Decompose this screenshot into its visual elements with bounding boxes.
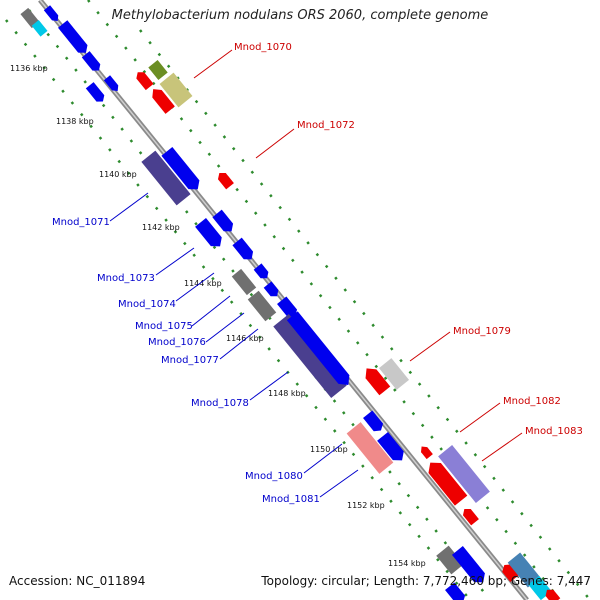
track-line-outer-2 [139,29,591,600]
accession-label: Accession: NC_011894 [9,574,146,588]
kbp-label: 1150 kbp [310,445,348,454]
gene-feature[interactable] [363,410,386,434]
gene-feature-mnod-1082[interactable] [424,458,468,506]
gene-feature[interactable] [543,587,561,600]
leader-line [255,128,295,159]
gene-feature[interactable] [436,545,464,575]
leader-line [219,328,259,360]
kbp-label: 1136 kbp [10,64,48,73]
gene-feature[interactable] [161,146,203,194]
gene-feature[interactable] [263,281,281,299]
map-title: Methylobacterium nodulans ORS 2060, comp… [111,8,489,23]
gene-feature-mnod-1075[interactable] [231,268,257,296]
gene-feature[interactable] [43,5,61,23]
kbp-label: 1144 kbp [184,279,222,288]
gene-features [20,5,561,600]
gene-label-mnod-1073[interactable]: Mnod_1073 [97,273,155,284]
gene-label-mnod-1078[interactable]: Mnod_1078 [191,398,249,409]
gene-feature-mnod-1081[interactable] [377,431,407,465]
leader-line [175,272,215,302]
gene-label-mnod-1071[interactable]: Mnod_1071 [52,217,110,228]
gene-label-mnod-1081[interactable]: Mnod_1081 [262,494,320,505]
gene-labels: Mnod_1070 Mnod_1072 Mnod_1071 Mnod_1073 … [52,42,583,505]
gene-feature-mnod-1076[interactable] [247,290,277,322]
genome-summary-label: Topology: circular; Length: 7,772,460 bp… [261,574,591,588]
gene-label-mnod-1072[interactable]: Mnod_1072 [297,120,355,131]
gene-feature-mnod-1073[interactable] [195,217,225,251]
gene-feature-mnod-1080[interactable] [346,422,394,474]
kbp-label: 1142 kbp [142,223,180,232]
gene-feature[interactable] [212,209,236,235]
gene-feature-mnod-1078[interactable] [273,313,347,399]
gene-feature[interactable] [507,552,541,588]
gene-feature[interactable] [460,506,479,526]
gene-feature[interactable] [20,7,40,29]
leader-line [303,443,343,474]
gene-feature[interactable] [134,69,154,91]
gene-feature[interactable] [528,575,552,600]
kbp-label: 1146 kbp [226,334,264,343]
gene-feature[interactable] [445,582,468,600]
leader-line [191,295,231,327]
leader-line [319,469,359,498]
gene-feature-mnod-1070[interactable] [148,60,168,80]
gene-feature[interactable] [361,364,391,396]
gene-feature[interactable] [451,546,489,587]
leader-line [193,49,233,79]
gene-feature-mnod-1072[interactable] [215,170,234,190]
kbp-label: 1138 kbp [56,117,94,126]
leader-line [409,331,451,362]
track-line-inner-2 [5,19,471,600]
track-lines [5,0,591,600]
gene-feature-mnod-1071[interactable] [141,150,191,206]
gene-feature[interactable] [103,75,121,93]
leader-line [459,402,501,433]
kbp-label: 1152 kbp [347,501,385,510]
gene-feature[interactable] [81,51,103,74]
gene-feature[interactable] [286,311,354,389]
gene-feature-mnod-1074[interactable] [232,237,256,263]
gene-feature-mnod-1079[interactable] [378,358,410,390]
gene-feature[interactable] [418,444,433,460]
gene-feature[interactable] [253,263,271,281]
gene-feature-mnod-1083[interactable] [438,445,490,503]
gene-label-mnod-1080[interactable]: Mnod_1080 [245,471,303,482]
kbp-scale-labels: 1136 kbp 1138 kbp 1140 kbp 1142 kbp 1144… [10,64,426,568]
gene-label-mnod-1075[interactable]: Mnod_1075 [135,321,193,332]
kbp-label: 1148 kbp [268,389,306,398]
kbp-label: 1154 kbp [388,559,426,568]
gene-feature[interactable] [149,85,175,114]
kbp-label: 1140 kbp [99,170,137,179]
gene-feature[interactable] [85,82,107,105]
gene-label-mnod-1070[interactable]: Mnod_1070 [234,42,292,53]
gene-feature-mnod-1077[interactable] [277,296,300,320]
gene-feature[interactable] [58,20,91,56]
gene-feature[interactable] [159,72,193,108]
leader-line [155,247,195,276]
label-leaders [109,49,523,498]
leader-line [249,371,289,401]
leader-line [109,192,149,222]
leader-line [205,312,245,343]
gene-label-mnod-1074[interactable]: Mnod_1074 [118,299,176,310]
gene-label-mnod-1082[interactable]: Mnod_1082 [503,396,561,407]
gene-label-mnod-1076[interactable]: Mnod_1076 [148,337,206,348]
gene-label-mnod-1079[interactable]: Mnod_1079 [453,326,511,337]
gene-label-mnod-1083[interactable]: Mnod_1083 [525,426,583,437]
gene-feature[interactable] [31,20,48,37]
gene-feature[interactable] [500,561,520,582]
gene-label-mnod-1077[interactable]: Mnod_1077 [161,355,219,366]
leader-line [481,432,523,462]
